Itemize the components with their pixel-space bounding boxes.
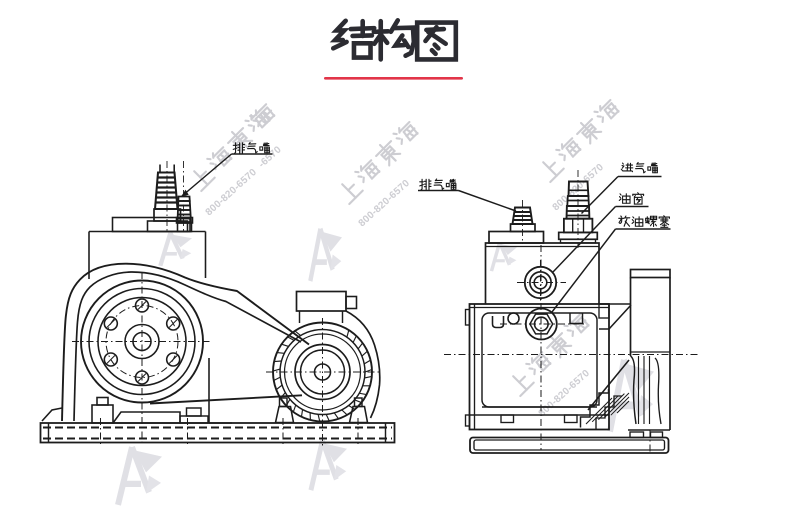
svg-text:800-820-6570: 800-820-6570 <box>537 368 593 420</box>
svg-text:800-820-6570: 800-820-6570 <box>204 167 260 219</box>
svg-text:-6570: -6570 <box>257 144 284 170</box>
svg-text:800-820-6570: 800-820-6570 <box>357 178 413 230</box>
